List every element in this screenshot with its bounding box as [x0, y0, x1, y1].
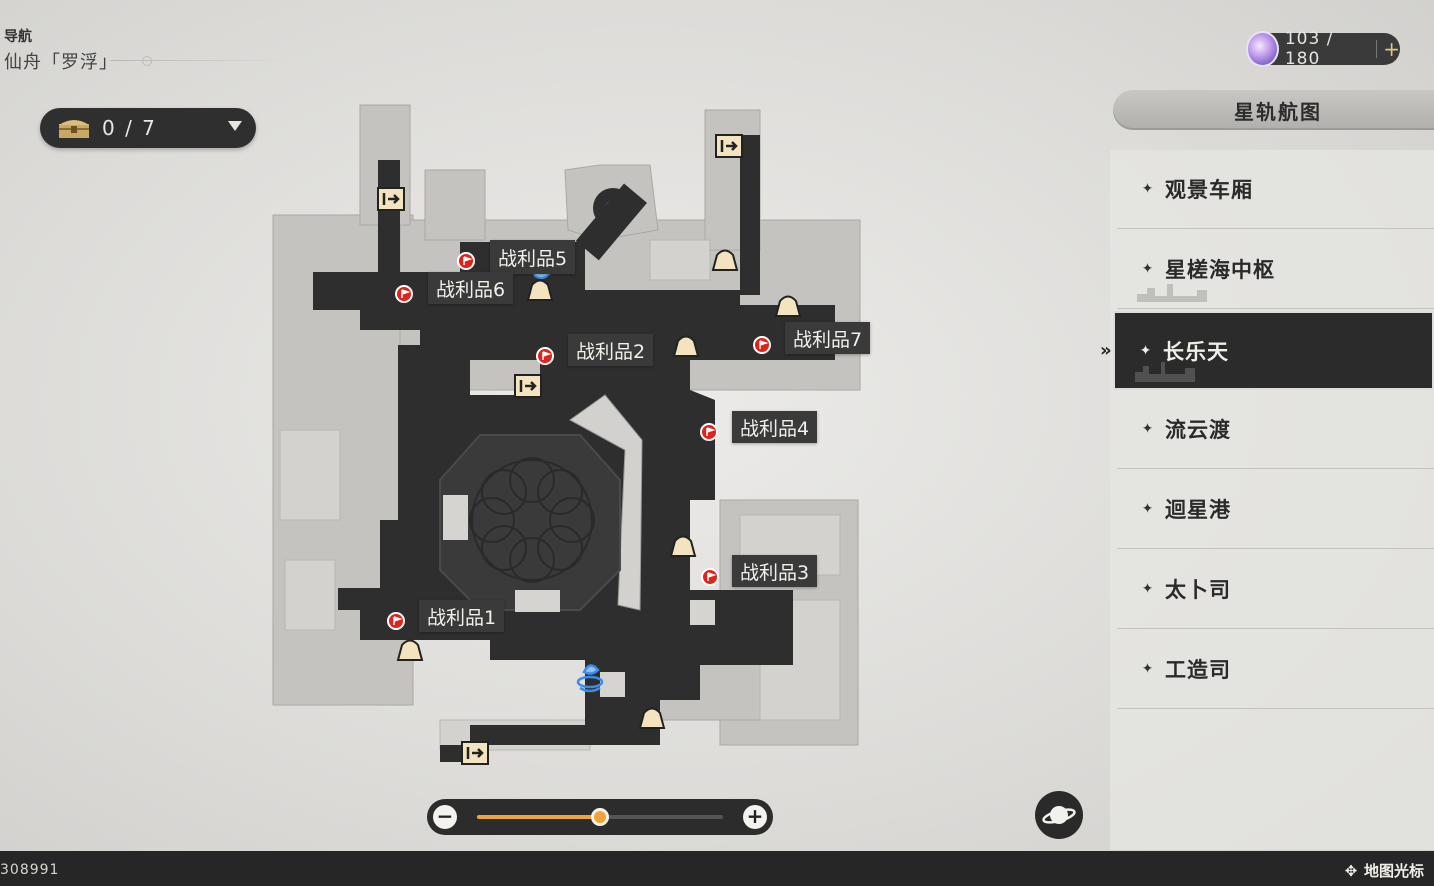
location-item-4[interactable]: ✦ 流云渡 [1117, 390, 1434, 469]
chest-count: 0 / 7 [102, 116, 157, 140]
red-flag-icon[interactable] [387, 612, 405, 630]
loot-label-2[interactable]: 战利品2 [568, 334, 654, 366]
bell-icon [526, 279, 554, 301]
double-chevron-right-icon: » [1100, 340, 1112, 361]
bell-icon [396, 639, 424, 661]
zoom-out-button[interactable]: − [433, 805, 457, 829]
bell-icon [669, 535, 697, 557]
location-item-3-active[interactable]: ✦ 长乐天 [1113, 311, 1434, 390]
map-hint-label: 地图光标 [1364, 862, 1425, 880]
bell-icon [711, 249, 739, 271]
loot-label-5[interactable]: 战利品5 [490, 240, 576, 274]
star-icon: ✦ [1141, 661, 1155, 677]
skyline-icon [1137, 284, 1207, 302]
trailblaze-power-icon [1246, 31, 1279, 67]
exit-door-icon [514, 374, 542, 398]
treasure-chest-icon [59, 120, 89, 138]
loot-label-1[interactable]: 战利品1 [419, 600, 505, 632]
region-underline [110, 60, 290, 61]
exit-door-icon [377, 187, 405, 211]
zoom-slider-track[interactable] [477, 808, 723, 826]
zoom-control: − + [427, 799, 773, 835]
map-cursor-icon: ✥ [1344, 862, 1358, 880]
star-icon: ✦ [1141, 501, 1155, 517]
red-flag-icon[interactable] [536, 347, 554, 365]
planet-switch-button[interactable] [1035, 791, 1083, 839]
star-icon: ✦ [1141, 181, 1155, 197]
stamina-divider [1376, 40, 1378, 58]
uid-text: 308991 [0, 862, 60, 878]
location-name: 流云渡 [1165, 418, 1231, 442]
skyline-icon [1135, 362, 1195, 382]
zoom-slider-handle[interactable] [591, 808, 609, 826]
star-icon: ✦ [1139, 342, 1153, 359]
location-name: 长乐天 [1163, 339, 1229, 364]
red-flag-icon[interactable] [395, 285, 413, 303]
red-flag-icon[interactable] [700, 423, 718, 441]
map-cursor-hint[interactable]: ✥ 地图光标 [1338, 860, 1424, 881]
stamina-indicator[interactable]: 103 / 180 + [1246, 29, 1401, 69]
location-name: 迴星港 [1165, 498, 1231, 522]
star-icon: ✦ [1141, 261, 1155, 277]
map-pavilion [443, 495, 468, 540]
location-panel [1110, 150, 1434, 850]
location-name: 观景车厢 [1165, 178, 1253, 202]
location-item-2[interactable]: ✦ 星槎海中枢 [1117, 230, 1434, 309]
star-icon: ✦ [1141, 581, 1155, 597]
bell-icon [638, 707, 666, 729]
zoom-in-button[interactable]: + [743, 805, 767, 829]
red-flag-icon[interactable] [701, 568, 719, 586]
loot-label-6[interactable]: 战利品6 [428, 272, 514, 304]
exit-door-icon [461, 741, 489, 765]
loot-label-3[interactable]: 战利品3 [732, 555, 818, 587]
location-name: 工造司 [1165, 658, 1231, 682]
location-item-6[interactable]: ✦ 太卜司 [1117, 550, 1434, 629]
location-name: 太卜司 [1165, 578, 1231, 602]
planet-icon [1042, 806, 1076, 824]
star-rail-map-button[interactable]: 星轨航图 [1113, 90, 1434, 130]
exit-door-icon [715, 134, 743, 158]
loot-label-4[interactable]: 战利品4 [732, 411, 818, 443]
zoom-slider-fill [477, 815, 600, 819]
loot-label-7[interactable]: 战利品7 [785, 322, 871, 354]
location-name: 星槎海中枢 [1165, 258, 1275, 282]
region-title: 仙舟「罗浮」 [4, 52, 118, 73]
add-stamina-button[interactable]: + [1383, 37, 1401, 61]
red-flag-icon[interactable] [753, 336, 771, 354]
map-bridge [569, 394, 643, 611]
nav-label: 导航 [4, 29, 32, 45]
chevron-down-icon [228, 121, 242, 131]
bell-icon [672, 335, 700, 357]
space-anchor-icon [576, 664, 604, 693]
star-icon: ✦ [1141, 421, 1155, 437]
location-item-5[interactable]: ✦ 迴星港 [1117, 470, 1434, 549]
red-flag-icon[interactable] [457, 252, 475, 270]
bell-icon [774, 295, 802, 317]
stamina-value: 103 / 180 [1284, 29, 1334, 69]
map-canvas[interactable] [0, 0, 1100, 850]
chest-counter-dropdown[interactable]: 0 / 7 [40, 108, 256, 148]
region-dot [142, 56, 152, 66]
location-item-7[interactable]: ✦ 工造司 [1117, 630, 1434, 709]
location-item-1[interactable]: ✦ 观景车厢 [1117, 150, 1434, 229]
bottom-bar [0, 851, 1434, 886]
